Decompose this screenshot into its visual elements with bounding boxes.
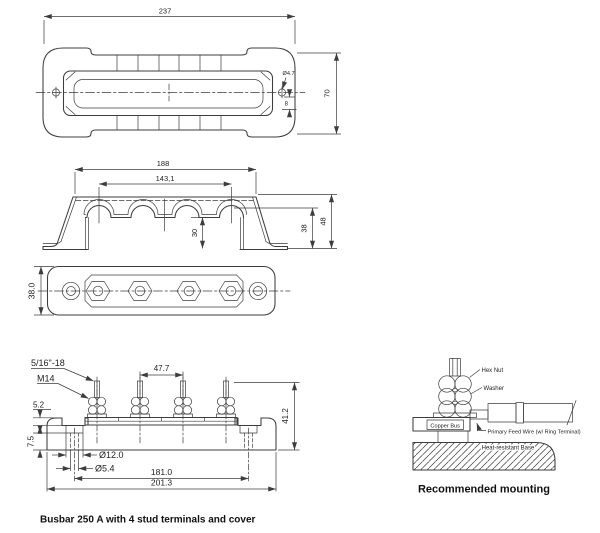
label-washer: Washer [470, 386, 504, 395]
dim-48-label: 48 [319, 217, 328, 225]
stud-center-ticks [98, 211, 232, 224]
dim-38-0-label: 38.0 [27, 282, 37, 299]
cover-inner-walls [85, 217, 244, 250]
nut-thread-label: M14 [37, 374, 55, 384]
dim-237: 237 [43, 7, 296, 44]
dim-201-3-label: 201.3 [151, 478, 173, 488]
view-base-front: 5/16"-18 M14 47.7 5.2 7.5 [27, 358, 300, 492]
dim-48: 48 [258, 194, 337, 249]
stud-terminals [87, 376, 236, 446]
cover-side-slopes-inner [60, 196, 267, 242]
hole-dia-label: Ø4.7 [283, 71, 295, 77]
cover-plateau-inner [73, 79, 264, 109]
mounting-detail: Copper Bus Hex Nut Washer [412, 358, 581, 496]
copper-bus-label-box [426, 419, 464, 430]
copper-bus-label: Copper Bus [430, 423, 460, 429]
dim-30: 30 [190, 217, 207, 249]
dim-181-0: 181.0 [74, 467, 249, 482]
stud-4 [216, 376, 236, 446]
feed-wire [469, 400, 577, 426]
stud-shaft [449, 358, 461, 377]
dim-hole: Ø5.4 [56, 450, 115, 474]
view-cover-side: 188 143,1 30 38 48 [42, 159, 337, 251]
dim-cbore-label: Ø12.0 [99, 450, 124, 460]
bus-strip-joints [84, 417, 238, 422]
washer-label: Washer [484, 386, 504, 392]
sheet-caption: Busbar 250 A with 4 stud terminals and c… [40, 515, 256, 526]
dim-cbore: Ø12.0 [52, 433, 124, 460]
label-feed-wire: Primary Feed Wire (w/ Ring Terminal) [476, 422, 581, 436]
dim-188-label: 188 [157, 159, 170, 168]
dim-5-2-label: 5.2 [33, 401, 45, 410]
cover-foot-left-inner [42, 241, 62, 244]
callout-nut-thread: M14 [37, 374, 89, 399]
dim-47-7-label: 47.7 [154, 364, 170, 373]
cover-ribs-bottom [116, 115, 222, 131]
dim-38: 38 [234, 207, 337, 249]
dim-7-5-label: 7.5 [27, 435, 36, 447]
stud-2 [130, 376, 150, 446]
plateau-corner-chamfers [65, 71, 271, 115]
arch-band-outer [84, 204, 245, 219]
dim-181-0-label: 181.0 [151, 467, 173, 477]
stud-1 [87, 376, 107, 446]
through-holes-hidden [70, 432, 253, 451]
dim-70-label: 70 [323, 89, 332, 97]
dim-7-5: 7.5 [27, 425, 66, 458]
dim-201-3: 201.3 [46, 452, 277, 492]
cover-foot-right-inner [265, 241, 288, 244]
dim-47-7: 47.7 [139, 364, 184, 379]
dim-143-1-label: 143,1 [156, 174, 175, 183]
feed-wire-label: Primary Feed Wire (w/ Ring Terminal) [488, 430, 581, 436]
dim-41-2: 41.2 [234, 382, 300, 451]
label-hex-nut: Hex Nut [469, 368, 504, 378]
stud-thread-label: 5/16"-18 [31, 358, 65, 368]
dim-70: 70 [297, 52, 341, 135]
washer-plate [433, 412, 477, 418]
dim-143-1: 143,1 [98, 174, 232, 212]
heat-resistant-base-label: Heat-resistant Base [482, 446, 535, 452]
dim-8: 8 [282, 89, 297, 118]
cover-foot-left [42, 243, 89, 251]
arch-band-inner [83, 199, 247, 215]
heat-resistant-base-shape [412, 441, 556, 471]
cover-side-slopes [56, 196, 271, 245]
stud-3 [173, 376, 193, 446]
base-hole-centerlines [74, 427, 249, 482]
dim-30-label: 30 [190, 229, 199, 237]
mounting-caption: Recommended mounting [418, 484, 550, 496]
cover-plateau-outer [62, 70, 274, 117]
callout-hole-dia: Ø4.7 [281, 71, 295, 90]
dim-41-2-label: 41.2 [281, 408, 290, 424]
callout-stud-thread: 5/16"-18 [31, 358, 94, 382]
dim-237-label: 237 [159, 7, 172, 16]
view-cover-top: 237 70 Ø4.7 8 [35, 7, 341, 138]
cover-outline [42, 47, 296, 138]
dim-hole-label: Ø5.4 [95, 464, 115, 474]
dim-38-label: 38 [300, 224, 309, 232]
dim-38-0: 38.0 [27, 266, 54, 316]
view-base-plan: 38.0 [27, 265, 291, 316]
cover-foot-right [239, 242, 289, 251]
nut-stack [438, 375, 472, 418]
base-plan-raised-area [84, 274, 244, 308]
dim-8-label: 8 [285, 102, 289, 108]
dim-188: 188 [74, 159, 257, 194]
hex-nut-label: Hex Nut [482, 368, 504, 374]
cover-ribs-top [116, 54, 222, 72]
